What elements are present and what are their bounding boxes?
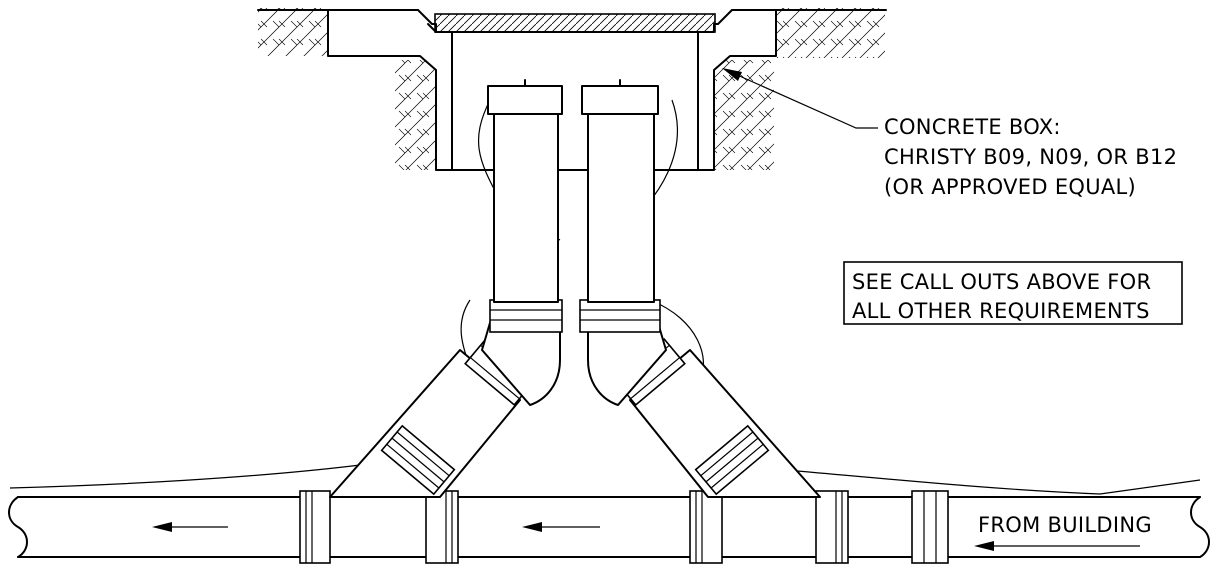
- cleanout-cap: [581, 85, 659, 115]
- callout-line-2: CHRISTY B09, N09, OR B12: [884, 145, 1177, 169]
- main-sewer-pipe: [8, 490, 1210, 564]
- right-wye-branch: [579, 79, 821, 498]
- left-wye-branch: [329, 79, 563, 498]
- note-line-1: SEE CALL OUTS ABOVE FOR: [852, 270, 1151, 294]
- note-line-2: ALL OTHER REQUIREMENTS: [852, 299, 1150, 323]
- coupling: [579, 299, 661, 333]
- coupling: [489, 299, 563, 333]
- callout-leader: [722, 68, 878, 129]
- coupling-triple: [911, 490, 949, 564]
- note-box: [843, 261, 1183, 325]
- callout-line-1: CONCRETE BOX:: [884, 115, 1061, 139]
- flow-arrow: [152, 522, 228, 532]
- flow-arrow: [974, 541, 1140, 551]
- coupling: [299, 490, 331, 564]
- flow-arrow: [522, 522, 600, 532]
- coupling: [380, 424, 456, 496]
- cleanout-cap: [487, 85, 563, 115]
- coupling: [694, 424, 770, 496]
- coupling: [815, 490, 849, 564]
- coupling: [425, 490, 459, 564]
- callout-line-3: (OR APPROVED EQUAL): [884, 175, 1136, 199]
- box-lid: [434, 13, 716, 33]
- coupling: [689, 490, 723, 564]
- flow-label: FROM BUILDING: [978, 513, 1152, 537]
